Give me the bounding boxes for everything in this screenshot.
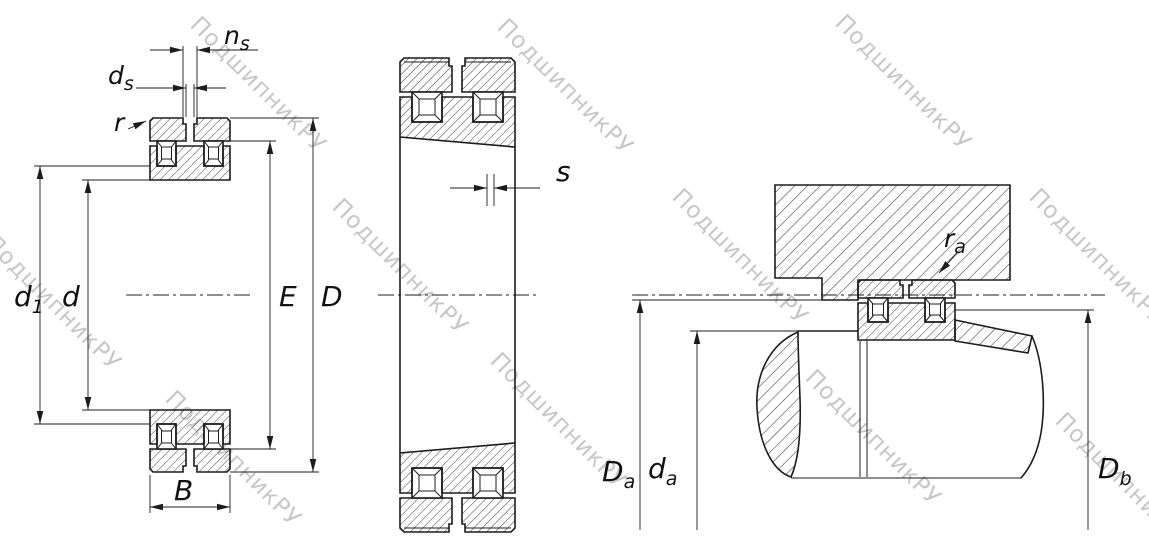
middle-view-bearing-section [378, 57, 538, 533]
leader-r [127, 120, 147, 130]
outer-ring-bottom-section [193, 448, 231, 473]
roller [203, 140, 224, 167]
watermark: ПодшипникРУ [1024, 184, 1149, 330]
label-B: B [174, 474, 193, 507]
shaft-end-break-line [1020, 335, 1045, 479]
inner-ring-top-section [149, 145, 231, 181]
shaft-spacer-section [954, 319, 1033, 354]
label-r: r [114, 108, 126, 137]
label-da: da [648, 452, 677, 490]
label-ds: ds [108, 61, 134, 95]
outer-ring-top-section [399, 57, 453, 93]
outer-ring-section [857, 279, 904, 299]
outer-ring-bottom-section [149, 448, 187, 473]
roller [411, 467, 443, 499]
roller [472, 467, 504, 499]
label-ns: ns [224, 21, 250, 55]
middle-view-dimensions [450, 174, 540, 206]
outer-ring-top-section [193, 117, 231, 142]
watermark: ПодшипникРУ [830, 10, 976, 156]
outer-ring-bottom-section [461, 497, 516, 533]
inner-ring-bottom-section [149, 409, 231, 445]
label-E: E [279, 280, 297, 313]
label-d1: d1 [14, 280, 44, 318]
left-view-bearing-section [126, 117, 252, 473]
label-d: d [62, 280, 80, 313]
left-view-dimensions [34, 46, 319, 513]
roller [411, 91, 443, 123]
outer-ring-bottom-section [399, 497, 453, 533]
label-Db: Db [1098, 452, 1132, 490]
shaft-shoulder-break [756, 330, 802, 478]
housing-section [774, 184, 1011, 301]
roller [156, 140, 177, 167]
outer-ring-top-section [149, 117, 187, 142]
roller [203, 423, 224, 450]
label-D: D [321, 280, 343, 313]
right-view-dimensions [632, 251, 1094, 530]
label-Da: Da [602, 455, 635, 493]
outer-ring-top-section [461, 57, 516, 93]
label-s: s [556, 155, 571, 188]
roller [867, 297, 889, 323]
roller [924, 297, 946, 323]
roller [472, 91, 504, 123]
watermark: ПодшипникРУ [800, 365, 946, 511]
right-view-mounting-section [632, 184, 1105, 479]
label-ra: ra [944, 224, 966, 258]
leader-ra [938, 251, 959, 274]
roller [156, 423, 177, 450]
